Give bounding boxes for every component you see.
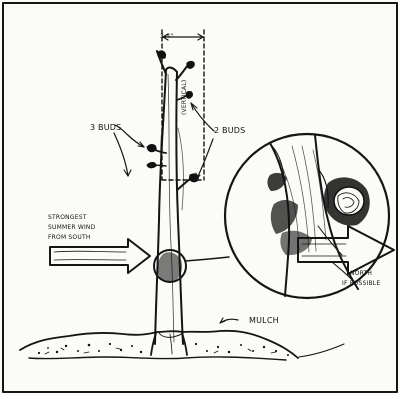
mulch-texture xyxy=(38,343,289,356)
mulch-label: MULCH xyxy=(249,316,279,325)
wind-arrow xyxy=(50,239,150,273)
two-buds-label: 2 BUDS xyxy=(214,126,245,135)
north-label-line-1: NORTH xyxy=(350,270,372,277)
three-buds-label: 3 BUDS xyxy=(90,123,121,132)
wind-label-line-1: STRONGEST xyxy=(48,214,87,221)
trunk-detail-marker xyxy=(154,250,229,282)
tree-buds xyxy=(147,51,198,190)
wind-label-line-3: FROM SOUTH xyxy=(48,234,91,241)
north-label-line-2: IF POSSIBLE xyxy=(342,280,380,287)
tree-trunk xyxy=(155,68,183,344)
wind-label-line-2: SUMMER WIND xyxy=(48,224,96,231)
measure-label: 3-4" xyxy=(160,33,173,40)
vertical-label: (VERTICAL) xyxy=(181,80,188,115)
